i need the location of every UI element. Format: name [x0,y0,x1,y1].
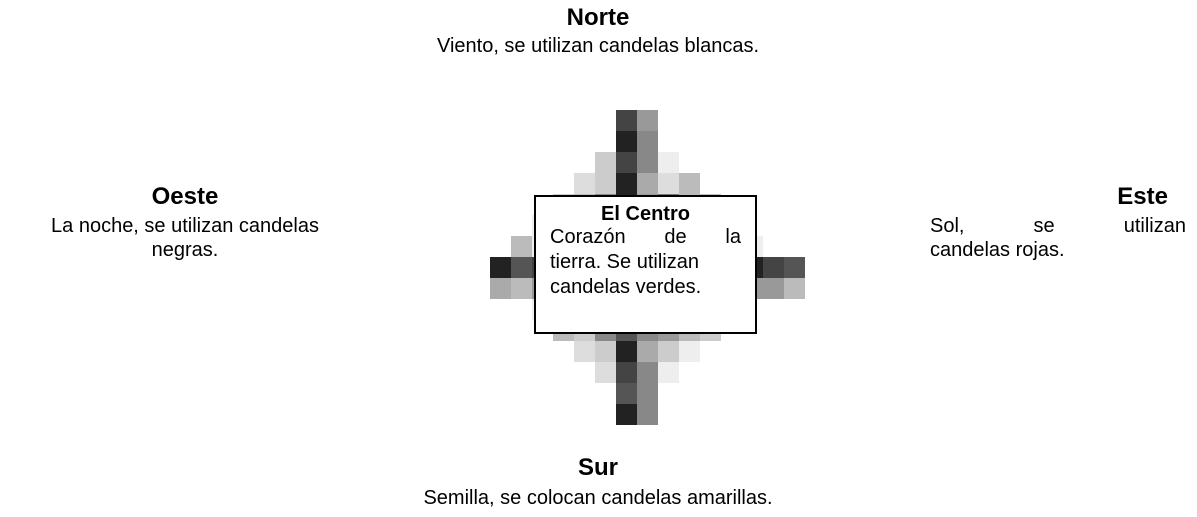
west-description-line-1: La noche, se utilizan candelas [51,215,319,237]
center-line-3: candelas verdes. [550,276,702,298]
east-word: se [1033,215,1055,237]
center-word: la [725,226,741,248]
mosaic-tile [595,362,616,383]
mosaic-tile [679,341,700,362]
mosaic-tile [574,173,595,194]
mosaic-tile [616,341,637,362]
mosaic-tile [637,131,658,152]
south-label: Sur Semilla, se colocan candelas amarill… [348,454,848,510]
center-title: El Centro [601,203,690,225]
mosaic-tile [490,278,511,299]
east-title: Este [1117,183,1168,210]
north-label: Norte Viento, se utilizan candelas blanc… [398,4,798,58]
mosaic-tile [637,152,658,173]
mosaic-tile [763,257,784,278]
center-word: Corazón [550,226,626,248]
mosaic-tile [784,257,805,278]
mosaic-tile [679,173,700,194]
mosaic-tile [637,404,658,425]
mosaic-tile [637,383,658,404]
east-description-line-1: Sol, se utilizan [915,214,1186,238]
mosaic-tile [637,362,658,383]
center-word: de [664,226,687,248]
mosaic-tile [595,152,616,173]
west-title: Oeste [151,183,219,210]
mosaic-tile [595,341,616,362]
mosaic-tile [511,278,532,299]
east-word: utilizan [1123,215,1186,237]
north-description: Viento, se utilizan candelas blancas. [436,35,760,57]
west-label: Oeste La noche, se utilizan candelas neg… [0,183,370,262]
mosaic-tile [637,173,658,194]
east-word: Sol, [930,215,965,237]
mosaic-tile [616,152,637,173]
mosaic-tile [616,383,637,404]
east-description-line-2: candelas rojas. [930,239,1065,261]
mosaic-tile [763,278,784,299]
mosaic-tile [490,257,511,278]
mosaic-tile [595,173,616,194]
mosaic-tile [784,278,805,299]
south-title: Sur [577,454,618,481]
mosaic-tile [658,152,679,173]
mosaic-tile [637,110,658,131]
center-line-1: Corazón de la [550,225,741,250]
mosaic-tile [616,404,637,425]
mosaic-tile [637,341,658,362]
mosaic-tile [616,131,637,152]
east-label: Este Sol, se utilizan candelas rojas. [915,183,1197,262]
mosaic-tile [658,341,679,362]
mosaic-tile [616,173,637,194]
south-description: Semilla, se colocan candelas amarillas. [423,487,773,509]
mosaic-tile [616,362,637,383]
center-box: El Centro Corazón de la tierra. Se utili… [534,195,757,334]
mosaic-tile [616,110,637,131]
mosaic-tile [511,257,532,278]
mosaic-tile [658,173,679,194]
mosaic-tile [658,362,679,383]
center-line-2: tierra. Se utilizan [550,251,699,273]
west-description-line-2: negras. [151,239,219,261]
north-title: Norte [566,4,630,31]
mosaic-tile [511,236,532,257]
mosaic-tile [574,341,595,362]
